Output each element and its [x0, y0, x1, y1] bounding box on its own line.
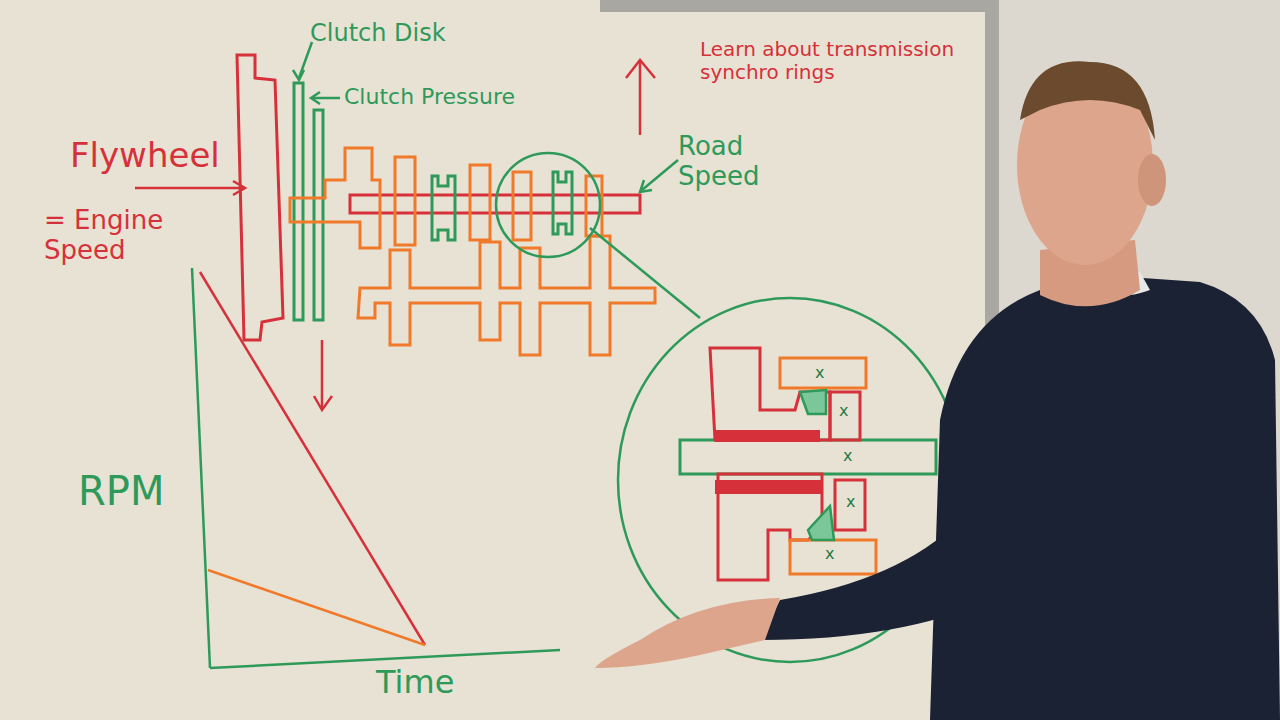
part-name: Flywheel: [70, 136, 250, 175]
part-name: Road Speed: [678, 132, 788, 192]
note: = Engine Speed: [44, 206, 184, 266]
mark: x: [815, 364, 835, 382]
axis-label: RPM: [78, 468, 188, 514]
note: Learn about transmission synchro rings: [700, 38, 970, 84]
mark: x: [839, 402, 859, 420]
mark: x: [825, 545, 845, 563]
part-name: Clutch Pressure: [344, 84, 574, 109]
axis-label: Time: [376, 664, 486, 701]
mark: x: [846, 493, 866, 511]
mark: x: [843, 447, 863, 465]
part-name: Clutch Disk: [310, 20, 510, 48]
